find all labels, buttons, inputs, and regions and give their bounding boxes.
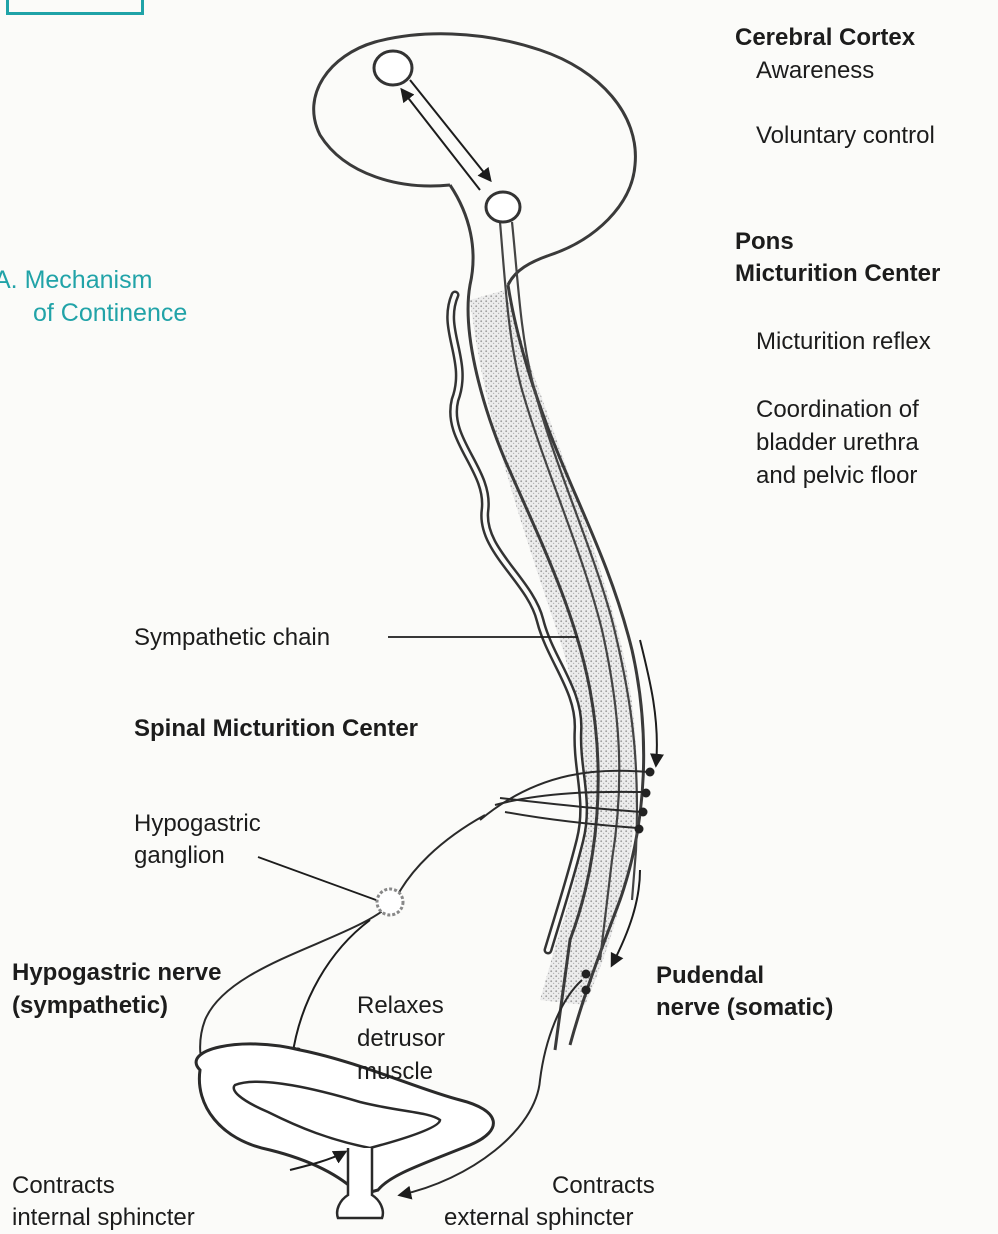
- hypogastric-nerve-label-1: Hypogastric nerve: [12, 957, 221, 989]
- hypogastric-ganglion-label-1: Hypogastric: [134, 808, 261, 840]
- detrusor-label-3: muscle: [357, 1056, 433, 1088]
- detrusor-label-1: Relaxes: [357, 990, 444, 1022]
- bladder-outer: [196, 1044, 493, 1195]
- cortex-awareness: Awareness: [756, 55, 874, 87]
- cortex-voluntary: Voluntary control: [756, 120, 935, 152]
- section-title-1: Mechanism: [25, 266, 153, 294]
- sympathetic-chain-label: Sympathetic chain: [134, 622, 330, 654]
- pons-reflex: Micturition reflex: [756, 326, 931, 358]
- pons-nucleus: [486, 192, 520, 222]
- pons-coord-1: Coordination of: [756, 394, 919, 426]
- header-frame: [6, 0, 144, 15]
- hypogastric-nerve-label-2: (sympathetic): [12, 990, 168, 1022]
- internal-sphincter-label-1: Contracts: [12, 1170, 115, 1202]
- external-sphincter-label-2: external sphincter: [444, 1202, 633, 1234]
- detrusor-label-2: detrusor: [357, 1023, 445, 1055]
- hypogastric-ganglion-leader: [258, 857, 376, 900]
- cortex-title: Cerebral Cortex: [735, 22, 915, 54]
- hypogastric-ganglion: [377, 889, 403, 915]
- pons-coord-2: bladder urethra: [756, 427, 919, 459]
- pudendal-nerve-label-1: Pudendal: [656, 960, 764, 992]
- spinal-center-label: Spinal Micturition Center: [134, 713, 418, 745]
- external-sphincter-label-1: Contracts: [552, 1170, 655, 1202]
- pons-title-2: Micturition Center: [735, 258, 940, 290]
- section-title-2: of Continence: [33, 297, 187, 329]
- pons-title-1: Pons: [735, 226, 794, 258]
- internal-sphincter-label-2: internal sphincter: [12, 1202, 195, 1234]
- section-label-line1: A. Mechanism: [0, 264, 152, 296]
- hypogastric-ganglion-label-2: ganglion: [134, 840, 225, 872]
- cortex-pons-arrow-up: [402, 90, 480, 190]
- cortex-nucleus: [374, 51, 412, 85]
- cortex-pons-arrow-down: [410, 80, 490, 180]
- pons-coord-3: and pelvic floor: [756, 460, 917, 492]
- pudendal-nerve-label-2: nerve (somatic): [656, 992, 833, 1024]
- section-letter: A.: [0, 266, 18, 294]
